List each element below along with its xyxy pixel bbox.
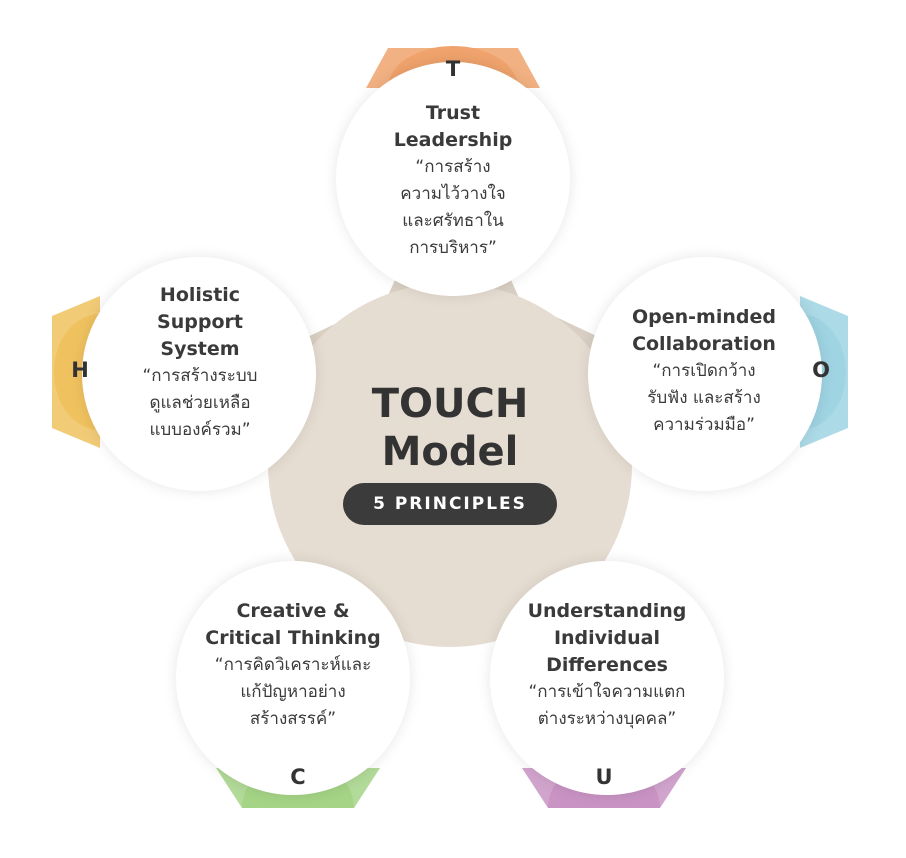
principle-desc: แบบองค์รวม” — [149, 420, 251, 440]
center-title-line2: Model — [381, 429, 519, 475]
principle-desc: “การคิดวิเคราะห์และ — [214, 655, 372, 675]
principle-holistic: Holistic Support System “การสร้างระบบ ดู… — [100, 282, 300, 444]
principle-open-minded: Open-minded Collaboration “การเปิดกว้าง … — [604, 304, 804, 439]
principle-creative: Creative & Critical Thinking “การคิดวิเค… — [173, 598, 413, 733]
circle-trust — [336, 62, 570, 296]
principle-desc: ความไว้วางใจ — [400, 184, 506, 204]
principle-title: Differences — [546, 654, 668, 676]
principle-understanding: Understanding Individual Differences “กา… — [487, 598, 727, 733]
center-title-line1: TOUCH — [371, 381, 529, 427]
letter-t: T — [445, 57, 461, 81]
circle-creative — [176, 561, 410, 795]
principle-desc: สร้างสรรค์” — [249, 709, 337, 729]
circle-open-minded — [588, 257, 822, 491]
letter-u: U — [595, 765, 613, 789]
principle-desc: ความร่วมมือ” — [653, 415, 755, 435]
principle-title: Support — [157, 311, 243, 333]
principle-title: Open-minded — [632, 306, 776, 328]
principle-desc: “การเข้าใจความแตก — [528, 682, 686, 702]
letter-o: O — [812, 358, 830, 382]
principle-desc: ดูแลช่วยเหลือ — [149, 393, 251, 413]
principle-title: Creative & — [236, 600, 350, 622]
principle-desc: “การเปิดกว้าง — [652, 361, 756, 381]
principle-title: Trust — [425, 102, 481, 124]
principle-desc: “การสร้าง — [415, 157, 491, 177]
principle-desc: ต่างระหว่างบุคคล” — [537, 709, 677, 729]
principle-title: Leadership — [393, 129, 513, 151]
principle-desc: “การสร้างระบบ — [142, 366, 258, 386]
principle-desc: และศรัทธาใน — [402, 211, 504, 231]
letter-c: C — [290, 765, 306, 789]
circle-holistic — [82, 257, 316, 491]
letter-h: H — [71, 358, 89, 382]
principle-title: Understanding — [527, 600, 687, 622]
principle-desc: รับฟัง และสร้าง — [647, 388, 761, 408]
principle-title: Holistic — [159, 284, 241, 306]
principle-desc: การบริหาร” — [409, 238, 497, 258]
principle-trust: Trust Leadership “การสร้าง ความไว้วางใจ … — [353, 100, 553, 262]
principles-badge: 5 PRINCIPLES — [343, 483, 557, 525]
principle-title: Individual — [553, 627, 661, 649]
principle-desc: แก้ปัญหาอย่าง — [240, 682, 346, 702]
circle-understanding — [490, 561, 724, 795]
principle-title: Collaboration — [632, 333, 776, 355]
principle-title: System — [160, 338, 240, 360]
principle-title: Critical Thinking — [205, 627, 381, 649]
center-title: TOUCH Model — [300, 380, 600, 476]
